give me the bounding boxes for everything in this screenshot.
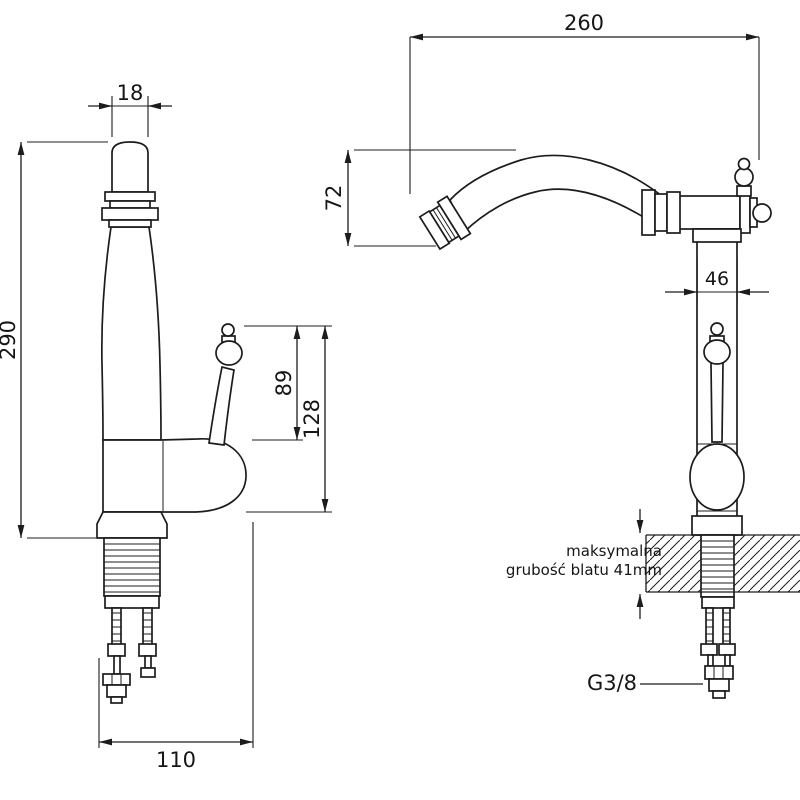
mounting-nut-left [107, 643, 126, 657]
dimension-spout-reach: 260 [409, 11, 760, 194]
dimension-spout-drop: 72 [322, 149, 516, 247]
finial-ball [734, 167, 754, 187]
dim46-label: 46 [705, 268, 729, 290]
hex-fitting [102, 673, 131, 686]
housing-lines [697, 443, 737, 512]
hose-rod-left [113, 655, 121, 675]
aerator-ribs [432, 207, 456, 241]
counter-note-line2: grubość blatu 41mm [506, 561, 662, 579]
shank-thread-lines [104, 543, 160, 593]
gooseneck-spout [448, 154, 663, 234]
counter-outline [645, 534, 800, 593]
dim72-label: 72 [322, 185, 346, 212]
dim18-label: 18 [117, 81, 144, 105]
front-handle-ball [703, 339, 731, 365]
counter-shank [700, 534, 735, 598]
front-handle-tip [710, 322, 724, 336]
spout-collar-1 [104, 191, 156, 202]
thread-size-label: G3/8 [587, 671, 637, 695]
left-view: 18 290 89 128 110 [0, 81, 332, 772]
thread-hex-nut [704, 665, 734, 680]
counter-hatch-right [734, 535, 800, 592]
spout-collar-3 [101, 207, 159, 221]
mounting-nut-r1 [700, 643, 718, 656]
right-view: maksymalna grubość blatu 41mm 260 [322, 11, 800, 699]
hex-fitting-facets [111, 674, 122, 685]
dim110-label: 110 [156, 748, 196, 772]
faucet-front-profile [418, 154, 772, 536]
hex-fitting-mid [106, 684, 127, 698]
thread-hex-facets [713, 666, 724, 679]
rear-cap-1 [739, 191, 751, 234]
handle-lever [208, 365, 235, 446]
spout-aerator [418, 195, 472, 251]
right-mounting-hardware [700, 596, 736, 699]
aerator-end [418, 209, 451, 251]
dim260-label: 260 [564, 11, 604, 35]
rod-r1 [707, 654, 714, 667]
front-handle-lever [710, 362, 724, 443]
spout-ring-c [666, 191, 681, 234]
spout-collar-2 [109, 200, 151, 209]
dimension-total-height: 290 [0, 141, 108, 539]
stud-thread-ticks [112, 612, 152, 642]
hose-rod-right [144, 655, 152, 669]
base-flange [96, 511, 168, 539]
counter-hatch-left [646, 535, 701, 592]
spout-tube [111, 141, 149, 193]
valve-housing [102, 438, 247, 513]
spout-collar-4 [108, 219, 152, 228]
countertop-section: maksymalna grubość blatu 41mm [506, 509, 800, 619]
thread-hex-tip [712, 690, 726, 699]
dimension-base-depth: 110 [98, 522, 254, 772]
mounting-bar [104, 595, 160, 609]
handle-tip [221, 323, 235, 337]
thread-size-callout: G3/8 [587, 671, 703, 695]
spout-ring-b [654, 193, 668, 232]
dim128-label: 128 [300, 399, 324, 439]
hose-end-right [140, 667, 156, 678]
dimension-body-width: 46 [665, 258, 769, 302]
rear-end-ball [752, 203, 772, 223]
dimension-spout-width: 18 [88, 81, 172, 137]
handle-ball [215, 340, 243, 366]
counter-shank-threads [701, 540, 734, 590]
front-handle-housing [689, 443, 745, 511]
mounting-nut-r2 [718, 643, 736, 656]
faucet-body-outline [101, 226, 162, 441]
thread-hex-mid [708, 678, 730, 692]
counter-note-line1: maksymalna [566, 542, 662, 560]
finial-tip [737, 157, 751, 171]
stud-ticks-r [706, 612, 730, 642]
spout-ring-a [641, 189, 656, 236]
rod-r2 [724, 654, 731, 667]
faucet-side-profile [96, 141, 247, 704]
dim89-label: 89 [272, 370, 296, 397]
dim290-label: 290 [0, 320, 20, 360]
body-top-collar [692, 228, 742, 243]
threaded-shank [103, 537, 161, 597]
mounting-nut-right [138, 643, 157, 657]
finial-stem [736, 185, 752, 197]
body-base-collar [691, 515, 743, 536]
dimension-handle-heights: 89 128 [244, 325, 332, 513]
hex-fitting-tip [110, 696, 123, 704]
mounting-bar-r [701, 596, 735, 609]
